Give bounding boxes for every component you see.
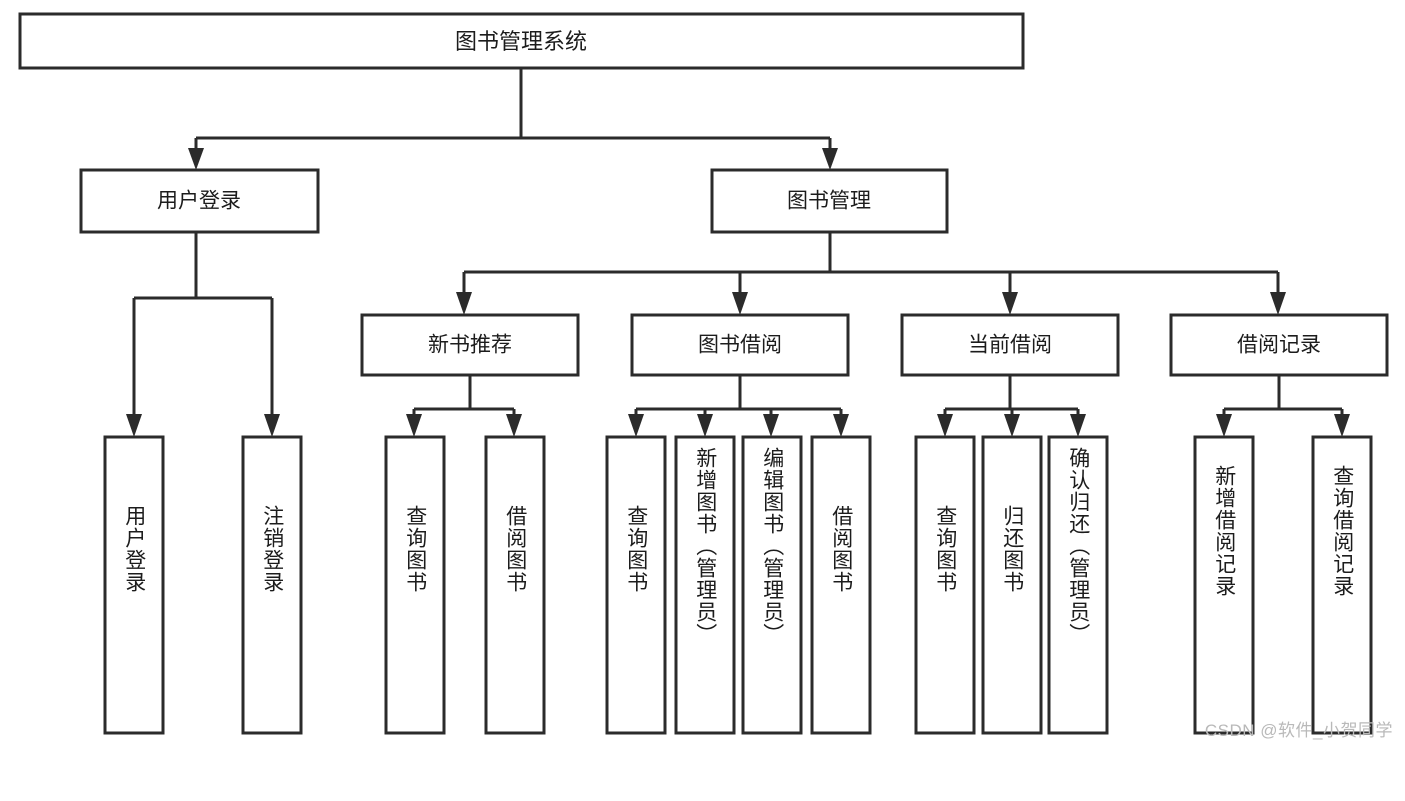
arrow-to-borrow-record — [1270, 292, 1286, 315]
arrow-to-leaf-cb-query — [937, 414, 953, 437]
leaf-cb-return-book-box[interactable] — [981, 435, 1043, 735]
arrow-to-leaf-bb-borrow — [833, 414, 849, 437]
arrow-to-leaf-nb-borrow — [506, 414, 522, 437]
arrow-to-leaf-bb-add — [697, 414, 713, 437]
leaf-bb-query-book-box[interactable] — [605, 435, 667, 735]
arrow-to-leaf-logout — [264, 414, 280, 437]
arrow-to-leaf-bb-edit — [763, 414, 779, 437]
leaf-br-query-record-box[interactable] — [1311, 435, 1373, 735]
node-new-book-box[interactable] — [360, 313, 580, 377]
node-user-login-box[interactable] — [79, 168, 320, 234]
leaf-user-login-box[interactable] — [103, 435, 165, 735]
arrow-to-leaf-br-add — [1216, 414, 1232, 437]
leaf-nb-query-book-box[interactable] — [384, 435, 446, 735]
edge-bookmanage-to-bus — [462, 232, 1280, 296]
node-book-borrow-label: 图书借阅 — [698, 334, 782, 357]
diagram-canvas: 图书管理系统 用户登录 图书管理 新书推荐 图书借阅 当前借阅 借阅记录 — [18, 12, 1393, 740]
node-group: 图书管理系统 用户登录 图书管理 新书推荐 图书借阅 当前借阅 借阅记录 — [18, 12, 1389, 735]
node-user-login-label: 用户登录 — [157, 190, 241, 213]
edge-borrowrecord-to-bus — [1222, 375, 1344, 418]
node-book-borrow-box[interactable] — [630, 313, 850, 377]
arrow-to-leaf-cb-confirm — [1070, 414, 1086, 437]
arrow-to-leaf-cb-return — [1004, 414, 1020, 437]
connector-group — [126, 68, 1350, 437]
leaf-bb-borrow-book-box[interactable] — [810, 435, 872, 735]
arrow-to-leaf-nb-query — [406, 414, 422, 437]
leaf-br-add-record-box[interactable] — [1193, 435, 1255, 735]
leaf-cb-query-book-box[interactable] — [914, 435, 976, 735]
arrow-to-new-book — [456, 292, 472, 315]
arrow-to-current-borrow — [1002, 292, 1018, 315]
node-root-label: 图书管理系统 — [455, 29, 587, 54]
edge-bookborrow-to-bus — [634, 375, 843, 418]
node-current-borrow-box[interactable] — [900, 313, 1120, 377]
node-root-box[interactable] — [18, 12, 1025, 70]
arrow-to-leaf-br-query — [1334, 414, 1350, 437]
leaf-nb-borrow-book-box[interactable] — [484, 435, 546, 735]
node-borrow-record-box[interactable] — [1169, 313, 1389, 377]
node-borrow-record-label: 借阅记录 — [1237, 334, 1321, 357]
node-book-manage-label: 图书管理 — [787, 190, 871, 213]
node-book-manage-box[interactable] — [710, 168, 949, 234]
edge-currentborrow-to-bus — [943, 375, 1080, 418]
edge-userlogin-to-bus — [132, 232, 274, 418]
arrow-to-leaf-user-login — [126, 414, 142, 437]
leaf-cb-confirm-return-box[interactable] — [1047, 435, 1109, 735]
arrow-to-book-manage — [822, 148, 838, 170]
edge-root-to-bus — [194, 68, 832, 152]
flowchart-svg: 图书管理系统 用户登录 图书管理 新书推荐 图书借阅 当前借阅 借阅记录 — [18, 12, 1389, 735]
leaf-bb-edit-book-box[interactable] — [741, 435, 803, 735]
arrow-to-user-login — [188, 148, 204, 170]
leaf-bb-add-book-box[interactable] — [674, 435, 736, 735]
edge-newbook-to-bus — [412, 375, 516, 418]
watermark-text: CSDN @软件_小贺同学 — [1204, 721, 1393, 740]
node-new-book-label: 新书推荐 — [428, 334, 512, 357]
leaf-logout-box[interactable] — [241, 435, 303, 735]
arrow-to-book-borrow — [732, 292, 748, 315]
node-current-borrow-label: 当前借阅 — [968, 334, 1052, 357]
arrow-to-leaf-bb-query — [628, 414, 644, 437]
